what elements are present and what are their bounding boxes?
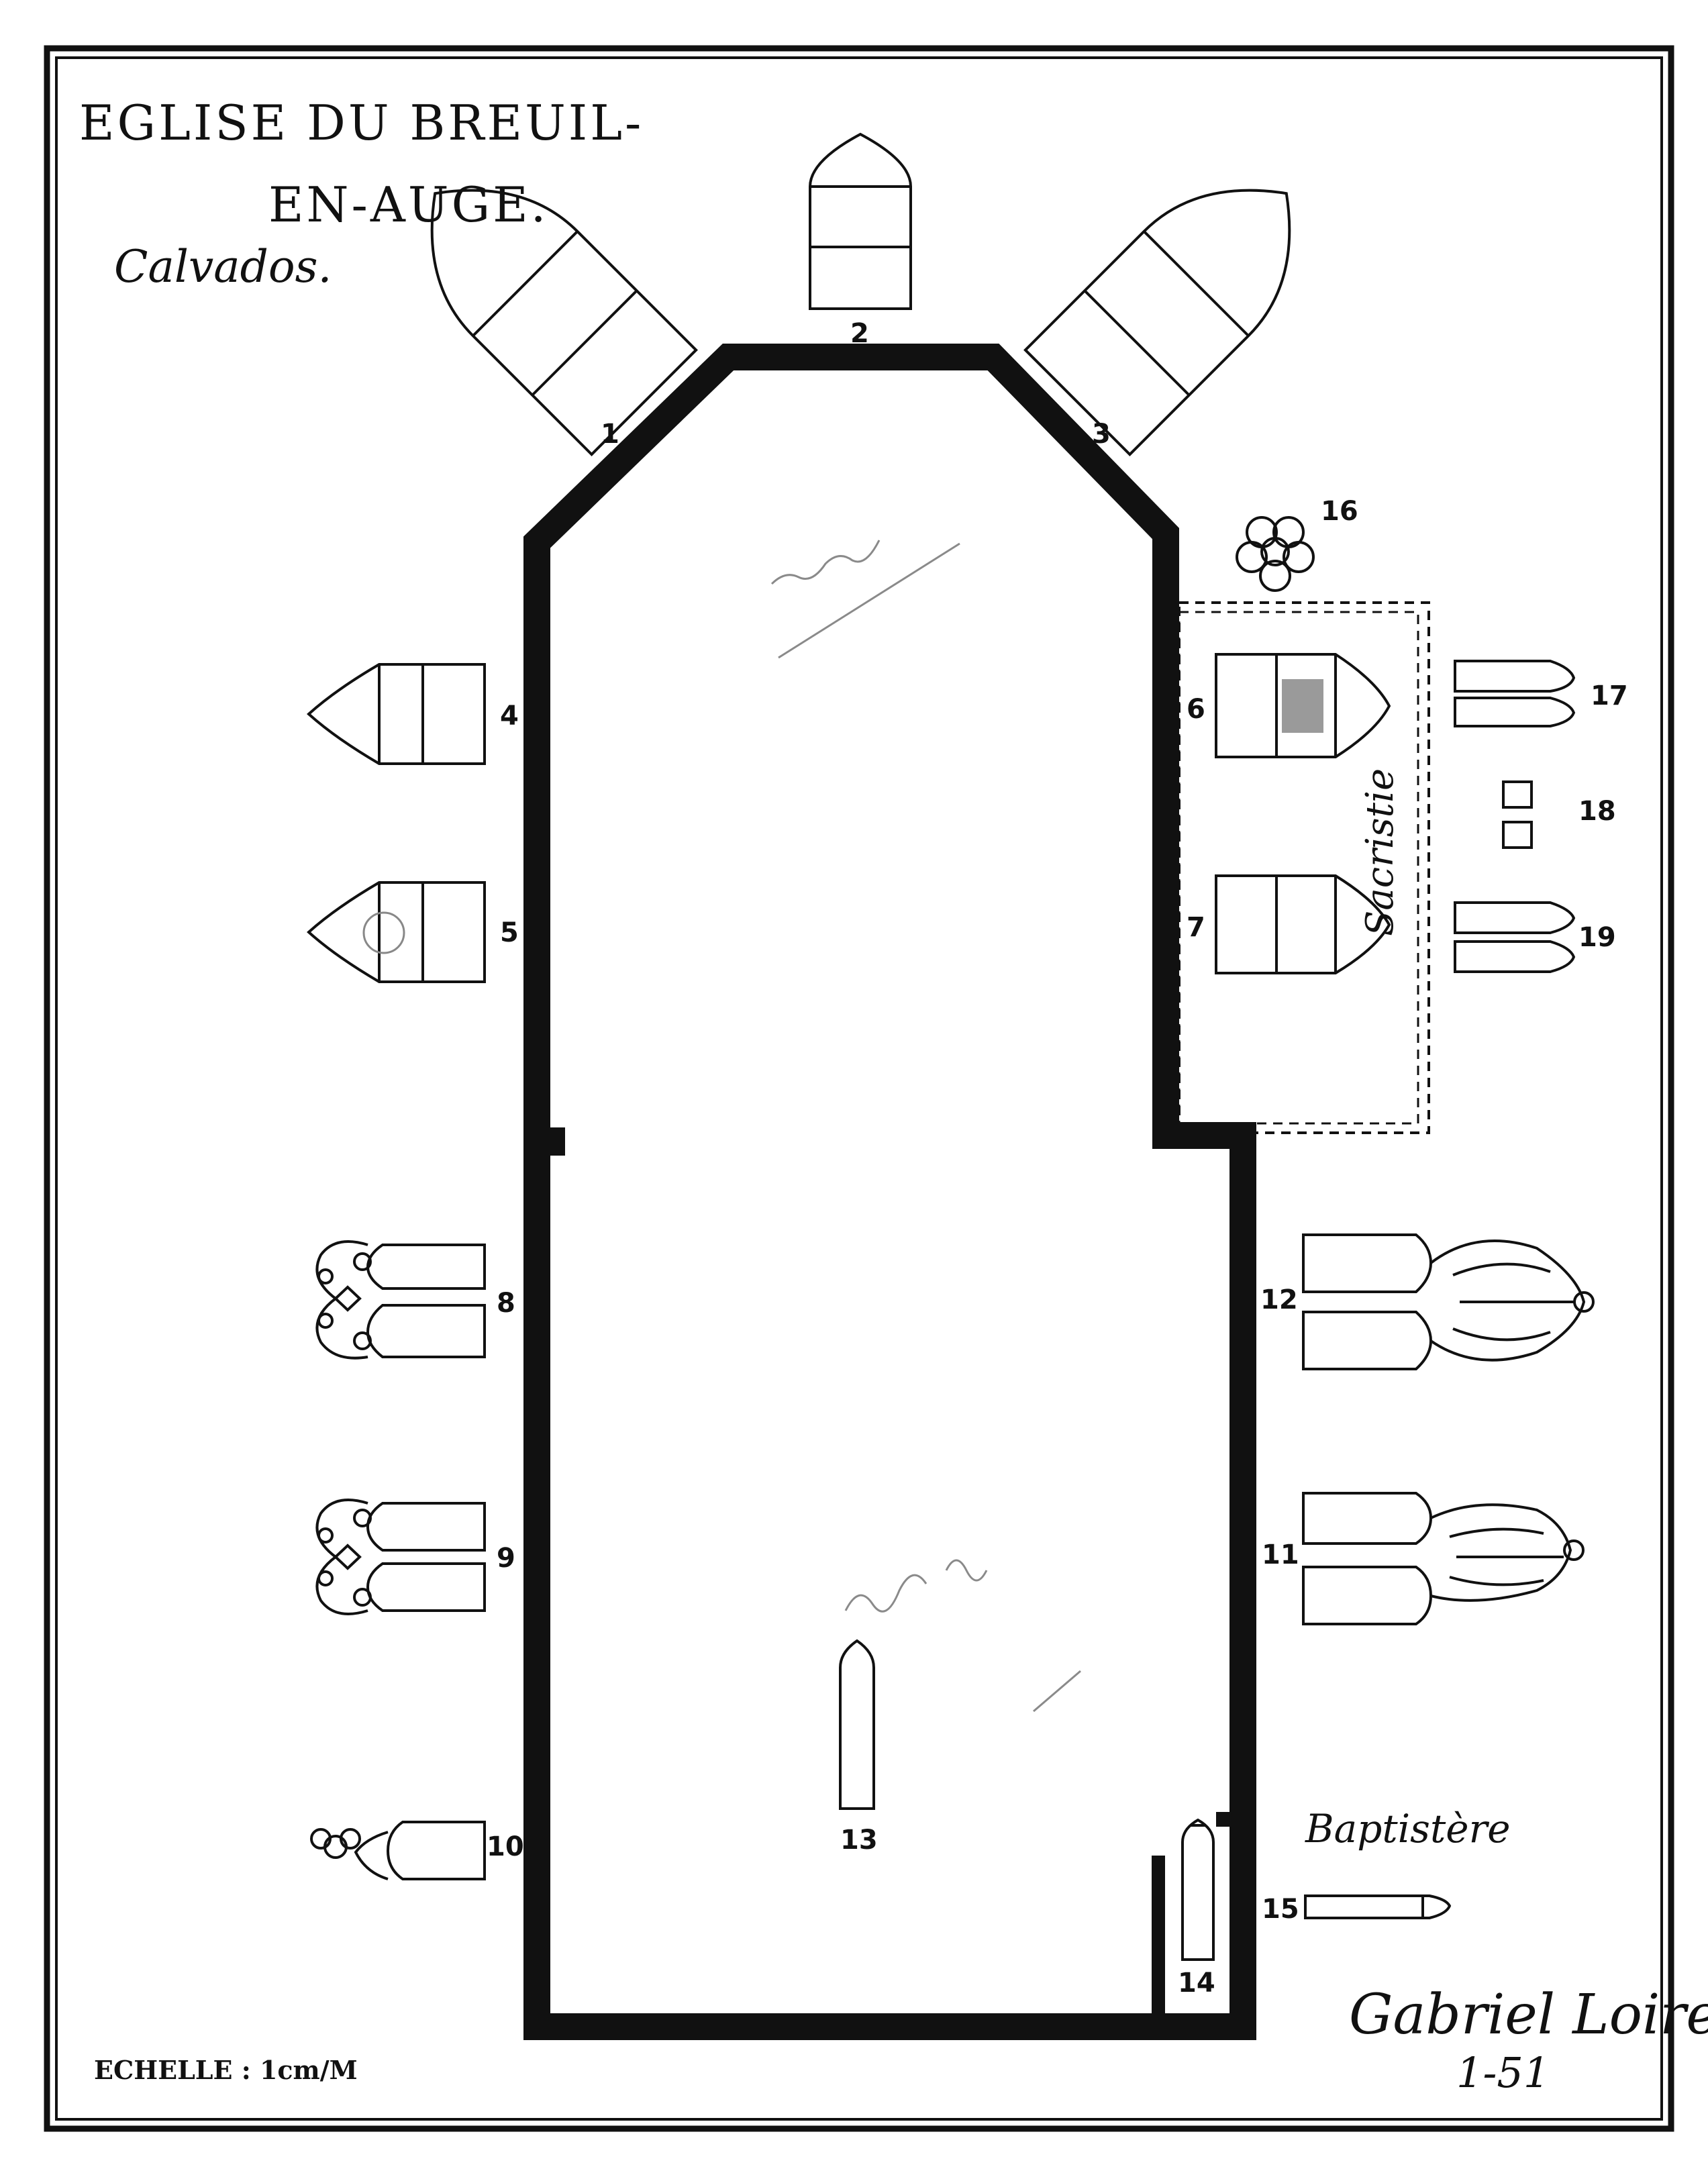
window-10 bbox=[310, 1821, 486, 1880]
scale-label: ECHELLE : 1cm/M bbox=[94, 2055, 358, 2085]
window-number-8: 8 bbox=[497, 1288, 515, 1319]
window-15 bbox=[1304, 1894, 1452, 1919]
window-number-5: 5 bbox=[500, 917, 519, 948]
window-9 bbox=[315, 1499, 486, 1615]
signature-name: Gabriel Loire bbox=[1349, 1983, 1708, 2047]
window-3 bbox=[1023, 189, 1291, 456]
baptistere-label: Baptistère bbox=[1305, 1806, 1511, 1852]
title-line-1: EGLISE DU BREUIL- bbox=[79, 95, 644, 151]
title-line-3: Calvados. bbox=[114, 241, 332, 293]
baptistery-partition bbox=[1152, 1856, 1165, 2023]
title-line-2: EN-AUGE. bbox=[268, 176, 549, 233]
window-2 bbox=[809, 132, 912, 310]
sacristie-label: Sacristie bbox=[1358, 768, 1402, 936]
window-number-6: 6 bbox=[1187, 694, 1205, 725]
church-wall bbox=[523, 344, 1256, 2040]
window-number-10: 10 bbox=[487, 1831, 524, 1862]
window-19 bbox=[1454, 901, 1576, 973]
window-number-2: 2 bbox=[850, 318, 869, 349]
window-number-1: 1 bbox=[601, 419, 619, 450]
pencil-annotations bbox=[770, 540, 1081, 1713]
window-number-14: 14 bbox=[1178, 1968, 1215, 1999]
window-number-9: 9 bbox=[497, 1543, 515, 1574]
window-number-15: 15 bbox=[1262, 1894, 1299, 1925]
window-number-4: 4 bbox=[500, 701, 519, 731]
window-number-7: 7 bbox=[1187, 912, 1205, 943]
window-13 bbox=[839, 1639, 875, 1810]
window-11 bbox=[1302, 1492, 1585, 1625]
sacristy-outline-inner bbox=[1178, 611, 1419, 1125]
wall-stub bbox=[550, 1127, 565, 1156]
window-4 bbox=[307, 663, 486, 765]
window-number-17: 17 bbox=[1591, 680, 1628, 711]
window-1 bbox=[430, 189, 698, 456]
baptistery-stub bbox=[1216, 1812, 1236, 1827]
window-number-11: 11 bbox=[1262, 1539, 1299, 1570]
window-number-16: 16 bbox=[1321, 496, 1358, 527]
window-number-19: 19 bbox=[1578, 922, 1616, 953]
window-number-12: 12 bbox=[1260, 1284, 1298, 1315]
window-14 bbox=[1181, 1818, 1215, 1961]
outer-frame bbox=[44, 45, 1674, 2132]
window-18 bbox=[1502, 780, 1533, 849]
window-6 bbox=[1215, 653, 1391, 758]
window-number-18: 18 bbox=[1578, 796, 1616, 827]
window-7 bbox=[1215, 874, 1391, 974]
signature-date: 1-51 bbox=[1456, 2048, 1550, 2097]
window-16 bbox=[1236, 516, 1315, 592]
inner-frame bbox=[55, 56, 1663, 2121]
window-number-13: 13 bbox=[840, 1825, 878, 1856]
window-number-3: 3 bbox=[1092, 419, 1111, 450]
window-17 bbox=[1454, 660, 1576, 727]
window-8 bbox=[315, 1240, 486, 1360]
window-5 bbox=[307, 881, 486, 983]
window-12 bbox=[1302, 1233, 1595, 1370]
